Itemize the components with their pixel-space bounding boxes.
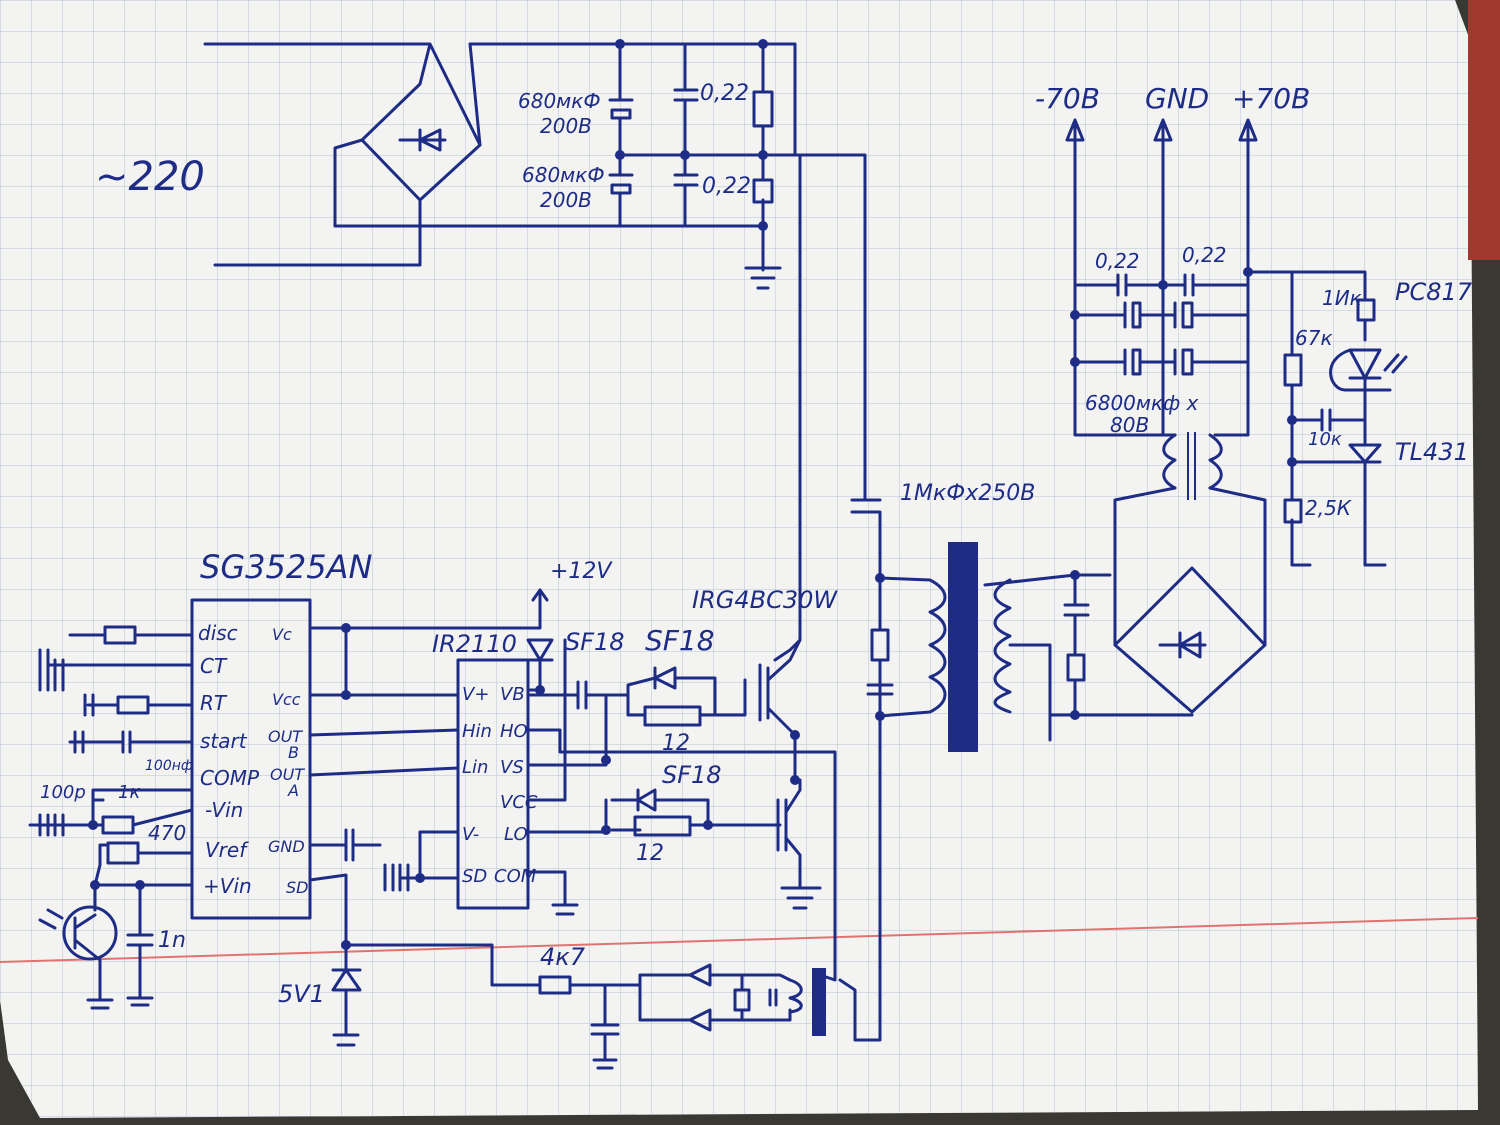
plus12-label: +12V bbox=[550, 559, 613, 584]
r25k-label: 2,5К bbox=[1305, 496, 1352, 520]
r4k7-label: 4к7 bbox=[540, 943, 586, 971]
ir-pin-right-1: HO bbox=[500, 721, 528, 742]
cap1-voltage-label: 200В bbox=[540, 114, 592, 138]
cap6800-voltage-label: 80В bbox=[1110, 413, 1149, 437]
ir-pin-left-4: SD bbox=[462, 866, 487, 887]
pc817-label: PC817 bbox=[1395, 278, 1473, 306]
current-sense-section: 4к7 bbox=[538, 943, 826, 1070]
sg-pin-left-5: -Vin bbox=[205, 798, 243, 822]
output-section: -70В GND +70В 0,22 0,22 1Ик PC817 67к 68… bbox=[983, 82, 1473, 742]
sg-pin-right-4: OUT bbox=[270, 765, 305, 784]
sf18b-label: SF18 bbox=[645, 624, 715, 657]
ir-pin-left-0: V+ bbox=[462, 684, 489, 705]
c022d-label: 0,22 bbox=[1182, 243, 1227, 267]
r1k-label: 1Ик bbox=[1322, 286, 1362, 310]
sg-pin-right-5: A bbox=[287, 781, 299, 800]
ir-pin-left-1: Hin bbox=[462, 721, 492, 742]
r10k-label: 10к bbox=[1308, 429, 1342, 450]
paper-grid bbox=[0, 0, 1478, 1118]
ir-pin-left-2: Lin bbox=[462, 757, 488, 778]
c100nf-label: 100нф bbox=[145, 758, 193, 774]
sf18a-label: SF18 bbox=[565, 628, 625, 656]
sg3525-chip bbox=[190, 598, 312, 920]
sf18c-label: SF18 bbox=[662, 761, 722, 789]
r12a-label: 12 bbox=[662, 731, 690, 756]
out-neg-label: -70В bbox=[1035, 82, 1100, 115]
c100p-label: 100р bbox=[40, 782, 86, 803]
igbt-section: SF18 IRG4BC30W SF18 12 12 bbox=[601, 586, 838, 982]
transformer-core bbox=[948, 542, 978, 752]
c022c-label: 0,22 bbox=[1095, 249, 1140, 273]
sg-pin-left-2: RT bbox=[200, 691, 228, 715]
ir-pin-right-2: VS bbox=[500, 757, 524, 778]
main-transformer: 1МкФх250В bbox=[838, 481, 1035, 1042]
ir2110-label: IR2110 bbox=[432, 630, 517, 658]
ir-pin-right-3: VCC bbox=[500, 792, 538, 813]
c1n-label: 1n bbox=[158, 928, 186, 953]
sg-pin-left-0: disc bbox=[198, 621, 238, 645]
mains-label: ~220 bbox=[95, 154, 205, 200]
sg-pin-right-0: Vc bbox=[272, 625, 292, 644]
sg-pin-right-6: GND bbox=[268, 837, 305, 856]
out-gnd-label: GND bbox=[1145, 82, 1209, 115]
ir2110-chip bbox=[456, 658, 530, 910]
tl431-label: TL431 bbox=[1395, 438, 1469, 466]
sg-pin-left-1: CT bbox=[200, 654, 228, 678]
ir-pin-right-0: VB bbox=[500, 684, 525, 705]
sg3525-label: SG3525AN bbox=[200, 548, 372, 586]
red-object-edge bbox=[1468, 0, 1500, 260]
sg-pin-left-7: +Vin bbox=[203, 874, 252, 898]
r1kb-label: 1к bbox=[118, 782, 140, 803]
margin-line bbox=[0, 917, 1479, 963]
cap6800-label: 6800мкф х bbox=[1085, 391, 1199, 415]
sg-pin-right-7: SD bbox=[286, 878, 308, 897]
sg-pin-right-3: B bbox=[288, 743, 299, 762]
sg-pin-right-1: Vcc bbox=[272, 690, 301, 709]
irg-label: IRG4BC30W bbox=[692, 586, 838, 614]
cap2-voltage-label: 200В bbox=[540, 188, 592, 212]
out-pos-label: +70В bbox=[1232, 82, 1310, 115]
sg-pin-left-6: Vref bbox=[205, 838, 249, 862]
ir-pin-right-5: COM bbox=[494, 866, 537, 887]
sense-transformer-core bbox=[812, 968, 826, 1036]
c022b-label: 0,22 bbox=[702, 174, 751, 199]
cap2-label: 680мкФ bbox=[522, 163, 605, 187]
ir-pin-left-3: V- bbox=[462, 824, 479, 845]
r470-label: 470 bbox=[148, 821, 186, 845]
z5v1-label: 5V1 bbox=[278, 980, 325, 1008]
ir-pin-right-4: LO bbox=[504, 824, 528, 845]
r12b-label: 12 bbox=[636, 841, 664, 866]
r67k-label: 67к bbox=[1295, 326, 1333, 350]
cap1-label: 680мкФ bbox=[518, 89, 601, 113]
sg-pin-right-2: OUT bbox=[268, 727, 303, 746]
c022a-label: 0,22 bbox=[700, 81, 749, 106]
sg-pin-left-4: COMP bbox=[200, 766, 260, 790]
cap-1mkf-label: 1МкФх250В bbox=[900, 481, 1035, 506]
sg-pin-left-3: start bbox=[200, 729, 248, 753]
